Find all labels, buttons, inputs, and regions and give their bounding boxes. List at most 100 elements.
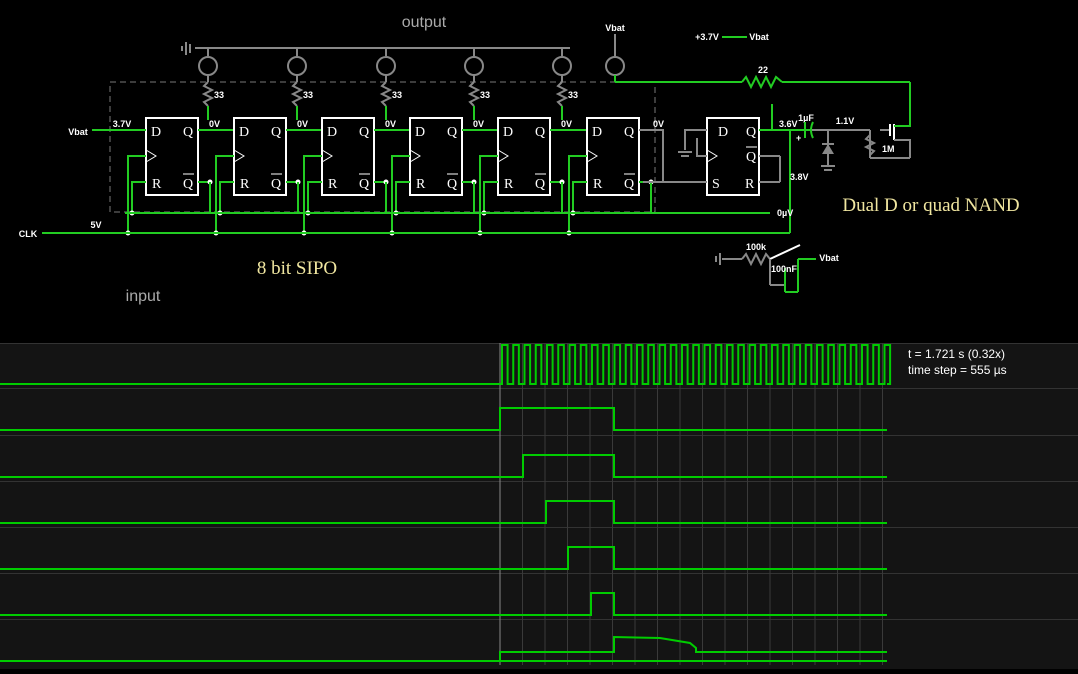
ff-qbar-label: Q bbox=[183, 177, 193, 192]
svg-text:D: D bbox=[718, 125, 728, 140]
node-voltage-label: 0V bbox=[385, 119, 396, 129]
scope-plots[interactable] bbox=[0, 343, 1078, 669]
flipflop-5[interactable]: D Q R Q 0V bbox=[477, 117, 587, 236]
ff-qbar-label: Q bbox=[271, 177, 281, 192]
flipflop-3[interactable]: D Q R Q 0V bbox=[301, 117, 411, 236]
ff-d-label: D bbox=[503, 125, 513, 140]
output-lamp-1[interactable] bbox=[198, 56, 218, 76]
ff-q-label: Q bbox=[535, 125, 545, 140]
ff-r-label: R bbox=[240, 177, 250, 192]
ff-d-label: D bbox=[239, 125, 249, 140]
vbat-top-lamp[interactable] bbox=[605, 56, 625, 76]
ff-q-label: Q bbox=[447, 125, 457, 140]
ff-r-label: R bbox=[416, 177, 426, 192]
flipflop-1[interactable]: D Q R Q 0V bbox=[125, 117, 235, 236]
ff-d-label: D bbox=[592, 125, 602, 140]
flipflop-2[interactable]: D Q R Q 0V bbox=[213, 117, 323, 236]
v37-in-label: 3.7V bbox=[113, 119, 132, 129]
scope-trace-4 bbox=[0, 546, 887, 570]
vbat-plus-label: Vbat bbox=[749, 32, 769, 42]
ff-qbar-label: Q bbox=[447, 177, 457, 192]
node-voltage-label: 0V bbox=[473, 119, 484, 129]
output-lamps: 33 33 33 33 33 bbox=[198, 48, 578, 120]
ff-qbar-label: Q bbox=[359, 177, 369, 192]
scope-trace-1 bbox=[0, 407, 887, 431]
output-lamp-5[interactable] bbox=[552, 56, 572, 76]
switch-icon[interactable] bbox=[769, 244, 801, 260]
r22-label: 22 bbox=[758, 65, 768, 75]
v0-mid-label: 0µV bbox=[777, 208, 793, 218]
resistor-33-icon[interactable] bbox=[201, 81, 215, 107]
r100k-label: 100k bbox=[746, 242, 767, 252]
output-label: output bbox=[402, 14, 447, 31]
resistor-100k-icon[interactable] bbox=[741, 251, 771, 267]
svg-text:Q: Q bbox=[746, 150, 756, 165]
five-v-label: 5V bbox=[90, 220, 101, 230]
r1m-label: 1M bbox=[882, 144, 895, 154]
output-lamp-4[interactable] bbox=[464, 56, 484, 76]
ff-q-label: Q bbox=[271, 125, 281, 140]
output-lamp-3[interactable] bbox=[376, 56, 396, 76]
dual-d-label: Dual D or quad NAND bbox=[842, 195, 1019, 216]
ff-d-label: D bbox=[327, 125, 337, 140]
plus37-label: +3.7V bbox=[695, 32, 719, 42]
v38-label: 3.8V bbox=[790, 172, 809, 182]
scope-trace-5 bbox=[0, 592, 887, 616]
ff-d-label: D bbox=[415, 125, 425, 140]
svg-text:R: R bbox=[745, 177, 755, 192]
resistor-33-icon[interactable] bbox=[555, 81, 569, 107]
svg-text:+: + bbox=[796, 133, 801, 143]
r33-label: 33 bbox=[214, 90, 224, 100]
svg-text:S: S bbox=[712, 177, 720, 192]
ff-q-label: Q bbox=[624, 125, 634, 140]
clk-label: CLK bbox=[19, 229, 38, 239]
r33-label: 33 bbox=[480, 90, 490, 100]
ff-r-label: R bbox=[328, 177, 338, 192]
top-rail bbox=[181, 42, 570, 55]
ff-r-label: R bbox=[152, 177, 162, 192]
vbat-sw-label: Vbat bbox=[819, 253, 839, 263]
resistor-1m-icon[interactable] bbox=[863, 134, 877, 156]
node-voltage-label: 0V bbox=[297, 119, 308, 129]
ff-d-label: D bbox=[151, 125, 161, 140]
resistor-33-icon[interactable] bbox=[290, 81, 304, 107]
r33-label: 33 bbox=[568, 90, 578, 100]
input-label: input bbox=[126, 288, 161, 305]
ff-r-label: R bbox=[593, 177, 603, 192]
resistor-33-icon[interactable] bbox=[467, 81, 481, 107]
resistor-33-icon[interactable] bbox=[379, 81, 393, 107]
vbat-top-label: Vbat bbox=[605, 23, 625, 33]
r33-label: 33 bbox=[392, 90, 402, 100]
diode-icon[interactable] bbox=[822, 144, 834, 154]
ff-r-label: R bbox=[504, 177, 514, 192]
scope-timestep-readout: time step = 555 µs bbox=[908, 363, 1007, 377]
dual-d-flipflop[interactable]: D Q Q S R bbox=[706, 117, 760, 196]
ff-qbar-label: Q bbox=[535, 177, 545, 192]
scope-trace-3 bbox=[0, 500, 887, 524]
scope-time-readout: t = 1.721 s (0.32x) bbox=[908, 347, 1006, 361]
sipo-dashed-box bbox=[109, 81, 656, 213]
scope-panel[interactable]: t = 1.721 s (0.32x) time step = 555 µs bbox=[0, 343, 1078, 669]
node-voltage-label: 0V bbox=[561, 119, 572, 129]
vbat-in-label: Vbat bbox=[68, 127, 88, 137]
svg-text:Q: Q bbox=[746, 125, 756, 140]
scope-trace-2 bbox=[0, 454, 887, 478]
output-lamp-2[interactable] bbox=[287, 56, 307, 76]
scope-trace-clk bbox=[0, 344, 892, 385]
node-voltage-label: 0V bbox=[653, 119, 664, 129]
v11-label: 1.1V bbox=[836, 116, 855, 126]
node-voltage-label: 0V bbox=[209, 119, 220, 129]
flipflop-4[interactable]: D Q R Q 0V bbox=[389, 117, 499, 236]
sipo-label: 8 bit SIPO bbox=[257, 258, 337, 279]
v36-label: 3.6V bbox=[779, 119, 798, 129]
cap-1uf-label: 1µF bbox=[798, 113, 814, 123]
ff-qbar-label: Q bbox=[624, 177, 634, 192]
flip-flops: D Q R Q 0V D Q R Q 0V D Q R Q 0V D Q R Q 0V D Q R Q 0V D Q R Q 0V bbox=[125, 117, 707, 236]
resistor-22-icon[interactable] bbox=[741, 74, 783, 90]
circuit-canvas[interactable]: output input 8 bit SIPO Dual D or quad N… bbox=[0, 0, 1078, 343]
ff-q-label: Q bbox=[359, 125, 369, 140]
ff-q-label: Q bbox=[183, 125, 193, 140]
c100nf-label: 100nF bbox=[771, 264, 798, 274]
scope-trace-7 bbox=[0, 635, 887, 662]
r33-label: 33 bbox=[303, 90, 313, 100]
